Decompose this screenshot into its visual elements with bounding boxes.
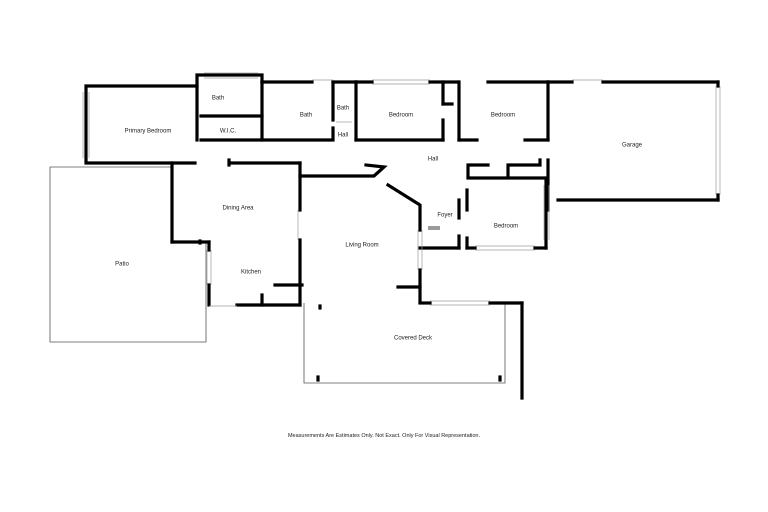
room-label-bedroom-2: Bedroom [491,113,515,119]
room-label-bedroom-3: Bedroom [494,224,518,230]
room-label-hall-small: Hall [338,133,348,139]
windows [82,72,721,307]
room-label-primary-bedroom: Primary Bedroom [125,129,172,135]
room-label-living-room: Living Room [345,243,378,249]
covered-deck-area [303,303,506,384]
room-label-hall: Hall [428,157,438,163]
room-labels: Bath W.I.C. Primary Bedroom Bath Bath Ha… [115,96,643,342]
room-label-bath-center: Bath [300,113,312,119]
room-label-wic: W.I.C. [220,129,237,135]
room-label-dining-area: Dining Area [222,206,254,212]
room-label-garage: Garage [622,143,643,149]
room-label-kitchen: Kitchen [241,270,261,276]
room-label-covered-deck: Covered Deck [394,336,433,342]
room-label-foyer: Foyer [437,213,452,219]
room-label-bedroom-1: Bedroom [389,113,413,119]
patio-area [49,166,207,343]
room-label-bath-left: Bath [212,96,224,102]
room-label-patio: Patio [115,262,129,268]
disclaimer-text: Measurements Are Estimates Only. Not Exa… [288,433,481,439]
room-label-bath-small: Bath [337,106,349,112]
foyer-door [428,226,440,230]
walls [84,73,720,400]
